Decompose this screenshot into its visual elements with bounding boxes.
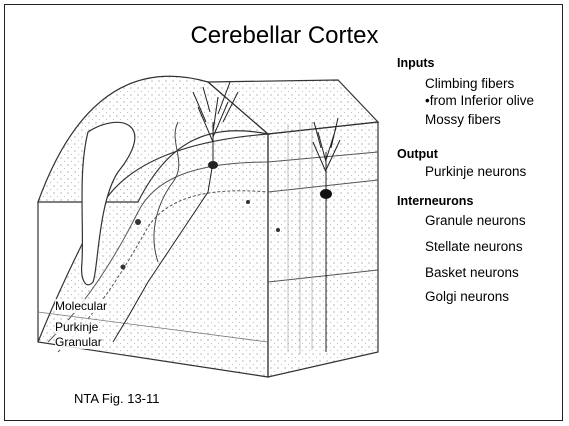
inputs-item: Climbing fibers <box>425 76 514 91</box>
output-heading: Output <box>397 147 438 161</box>
interneurons-item: Stellate neurons <box>425 239 523 254</box>
figure-caption: NTA Fig. 13-11 <box>74 391 160 406</box>
layer-label-purkinje: Purkinje <box>55 320 98 334</box>
layer-label-molecular: Molecular <box>55 299 107 313</box>
interneurons-item: Basket neurons <box>425 265 519 280</box>
interneurons-item: Granule neurons <box>425 213 526 228</box>
interneurons-heading: Interneurons <box>397 194 473 208</box>
inputs-item: Mossy fibers <box>425 112 501 127</box>
layer-label-granular: Granular <box>55 335 102 349</box>
output-item: Purkinje neurons <box>425 164 526 179</box>
interneurons-item: Golgi neurons <box>425 289 509 304</box>
slide-title: Cerebellar Cortex <box>0 22 569 50</box>
inputs-heading: Inputs <box>397 56 435 70</box>
inputs-item: •from Inferior olive <box>425 93 534 108</box>
